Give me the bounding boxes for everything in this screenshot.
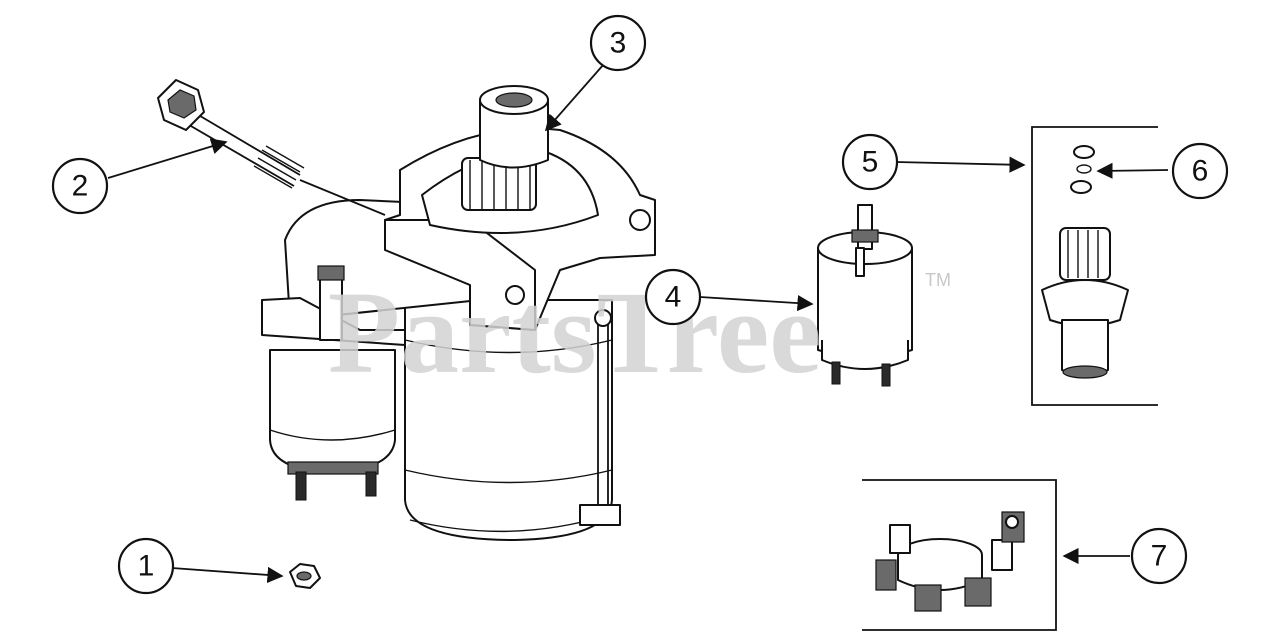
watermark: PartsTree TM — [328, 267, 951, 398]
leader-lines — [107, 63, 1169, 584]
watermark-tm: TM — [925, 270, 951, 290]
callout-label-1: 1 — [138, 550, 155, 583]
callout-label-3: 3 — [610, 27, 627, 60]
starter-motor-illustration — [261, 85, 656, 541]
callout-label-5: 5 — [862, 146, 879, 179]
leader-line-6 — [1096, 162, 1169, 179]
callout-5[interactable]: 5 — [841, 133, 899, 191]
leader-line-2 — [107, 138, 228, 179]
callout-label-4: 4 — [665, 281, 682, 314]
callout-7[interactable]: 7 — [1130, 527, 1188, 585]
watermark-text: PartsTree — [328, 267, 822, 398]
leader-line-5 — [895, 156, 1026, 173]
callout-4[interactable]: 4 — [644, 268, 702, 326]
leader-line-4 — [699, 295, 814, 312]
bolt-illustration — [157, 79, 386, 216]
callout-label-6: 6 — [1192, 155, 1209, 188]
callout-6[interactable]: 6 — [1171, 142, 1229, 200]
callout-2[interactable]: 2 — [51, 157, 109, 215]
drive-kit-box — [1031, 126, 1158, 406]
callout-1[interactable]: 1 — [117, 537, 175, 595]
callout-label-2: 2 — [72, 170, 89, 203]
callout-label-7: 7 — [1151, 540, 1168, 573]
leader-line-3 — [544, 63, 605, 132]
callout-3[interactable]: 3 — [589, 14, 647, 72]
solenoid-illustration — [817, 204, 913, 387]
brush-holder-box — [862, 479, 1057, 631]
leader-line-1 — [171, 566, 284, 584]
nut-illustration — [289, 563, 321, 589]
